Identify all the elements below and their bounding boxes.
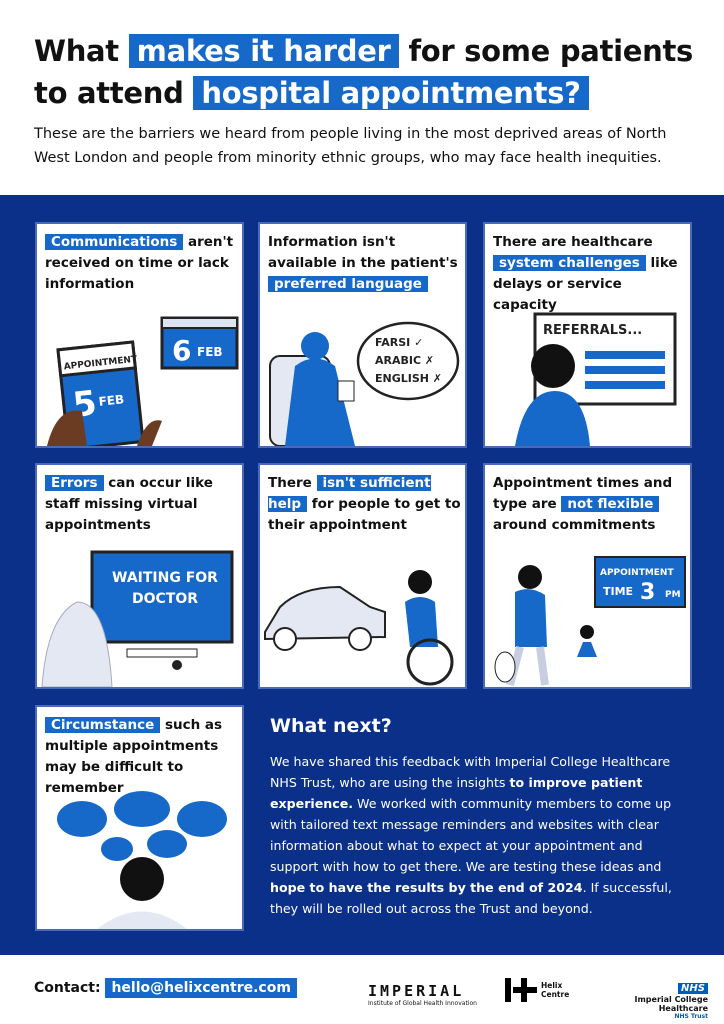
illustration-text: ARABIC ✗ bbox=[375, 354, 434, 367]
contact: Contact: hello@helixcentre.com bbox=[34, 978, 297, 998]
language-illustration: FARSI ✓ ARABIC ✗ ENGLISH ✗ bbox=[269, 321, 460, 446]
car-wheelchair-illustration bbox=[264, 570, 454, 686]
illustration-text: 3 bbox=[640, 580, 655, 605]
card-title: Information isn't available in the patie… bbox=[268, 234, 458, 292]
what-next-body: We have shared this feedback with Imperi… bbox=[270, 754, 672, 916]
card-title: Appointment times and type are not flexi… bbox=[493, 475, 673, 533]
contact-email-link[interactable]: hello@helixcentre.com bbox=[105, 978, 297, 998]
illustration-text: FEB bbox=[197, 345, 223, 359]
thoughts-illustration bbox=[57, 791, 227, 929]
barrier-card-communications: Communications aren't received on time o… bbox=[35, 222, 244, 448]
video-call-illustration: WAITING FOR DOCTOR bbox=[41, 550, 234, 687]
illustration-text: REFERRALS... bbox=[543, 323, 642, 338]
card-title: Circumstance such as multiple appointmen… bbox=[45, 717, 223, 796]
illustration-text: 6 bbox=[172, 334, 191, 367]
illustration-text: FEB bbox=[98, 392, 125, 409]
barrier-card-language: Information isn't available in the patie… bbox=[258, 222, 467, 448]
what-next-title: What next? bbox=[270, 715, 392, 737]
computer-illustration: REFERRALS... bbox=[515, 312, 677, 446]
illustration-text: WAITING FOR bbox=[112, 570, 218, 586]
card-title: There isn't sufficient help for people t… bbox=[268, 475, 461, 533]
barrier-card-help: There isn't sufficient help for people t… bbox=[258, 463, 467, 689]
helix-plus-icon bbox=[505, 978, 537, 1002]
illustration-text: FARSI ✓ bbox=[375, 336, 423, 349]
nhs-trust-logo: NHS Imperial College Healthcare NHS Trus… bbox=[634, 983, 708, 1020]
barrier-card-flexibility: Appointment times and type are not flexi… bbox=[483, 463, 692, 689]
barrier-card-errors: Errors can occur like staff missing virt… bbox=[35, 463, 244, 689]
illustration-text: ENGLISH ✗ bbox=[375, 372, 442, 385]
barrier-card-system-challenges: There are healthcare system challenges l… bbox=[483, 222, 692, 448]
what-next-section: What next? We have shared this feedback … bbox=[270, 715, 690, 919]
illustration-text: DOCTOR bbox=[132, 591, 198, 607]
intro-text: These are the barriers we heard from peo… bbox=[34, 126, 667, 166]
illustration-text: APPOINTMENT bbox=[600, 568, 674, 578]
illustration-text: TIME bbox=[603, 585, 633, 598]
imperial-logo: IMPERIAL Institute of Global Health Inno… bbox=[368, 982, 477, 1007]
card-title: Errors can occur like staff missing virt… bbox=[45, 475, 213, 533]
illustration-text: PM bbox=[665, 590, 681, 600]
card-title: Communications aren't received on time o… bbox=[45, 234, 234, 292]
barrier-card-circumstance: Circumstance such as multiple appointmen… bbox=[35, 705, 244, 931]
schedule-illustration: APPOINTMENT TIME 3 PM bbox=[494, 556, 686, 687]
card-title: There are healthcare system challenges l… bbox=[493, 234, 678, 313]
